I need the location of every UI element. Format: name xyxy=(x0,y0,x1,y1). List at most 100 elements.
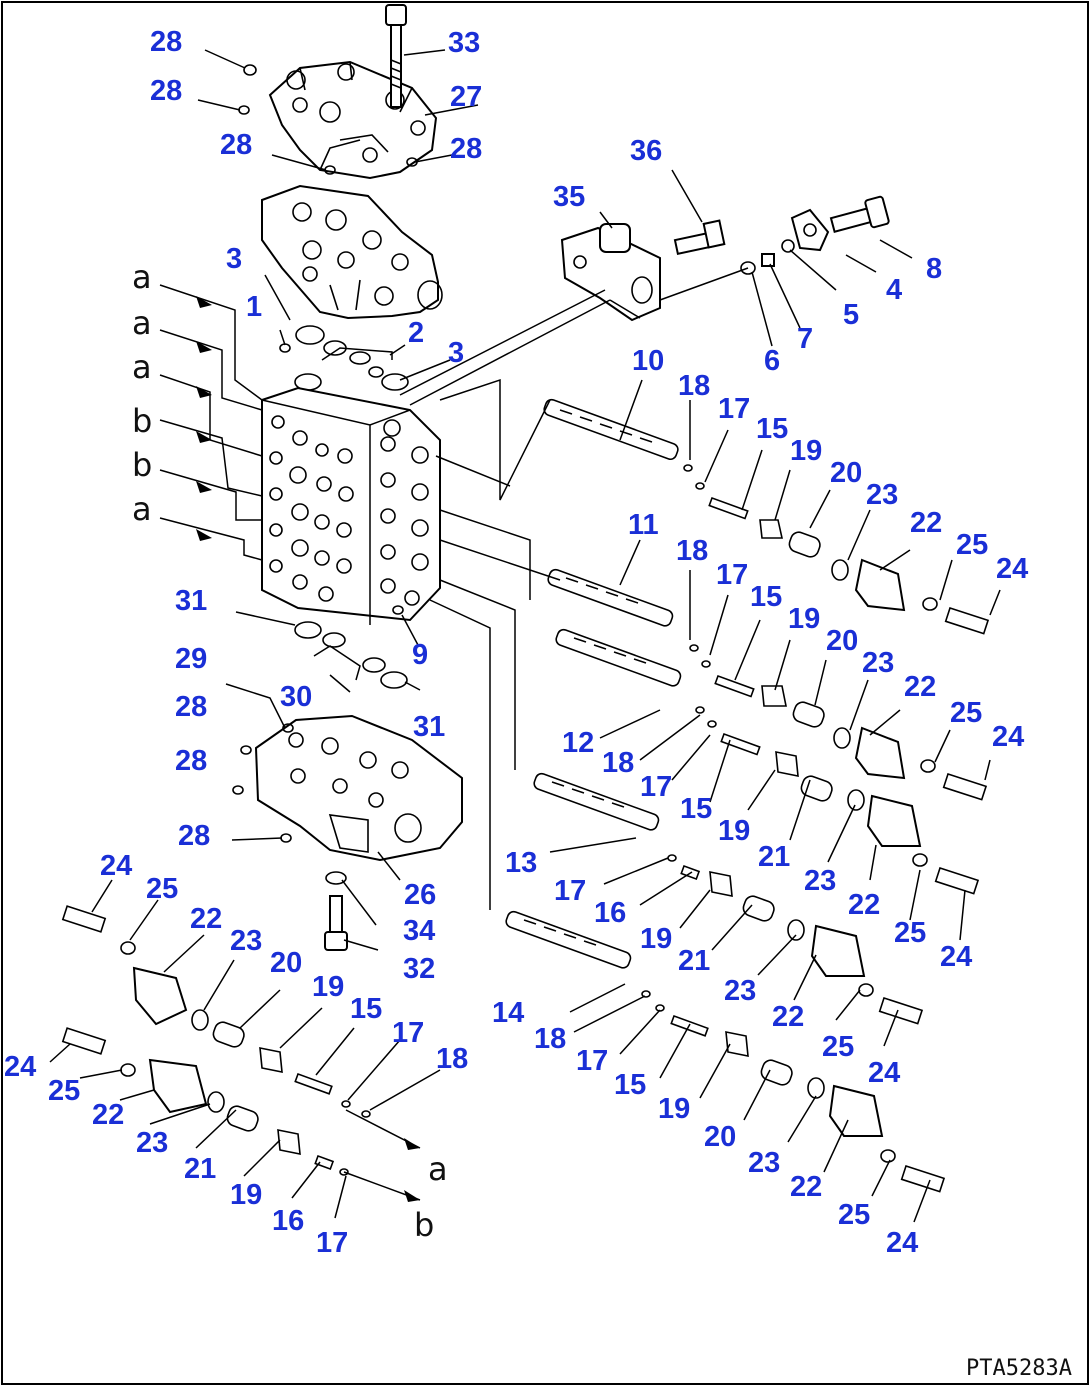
callout-24: 24 xyxy=(4,1051,36,1083)
callout-23: 23 xyxy=(804,865,836,897)
callout-18: 18 xyxy=(602,747,634,779)
callout-9: 9 xyxy=(412,639,428,671)
callout-31: 31 xyxy=(413,711,445,743)
drawing-code: PTA5283A xyxy=(966,1356,1072,1381)
assembly-leader-lines xyxy=(343,378,561,1202)
callout-18: 18 xyxy=(676,535,708,567)
callout-14: 14 xyxy=(492,997,524,1029)
callout-3: 3 xyxy=(226,243,242,275)
ref-letter-b: b xyxy=(414,1206,434,1244)
callout-22: 22 xyxy=(904,671,936,703)
callout-24: 24 xyxy=(100,850,132,882)
spool-row-14 xyxy=(505,910,946,1193)
callout-34: 34 xyxy=(403,915,435,947)
spool-row-11 xyxy=(547,568,988,801)
callout-6: 6 xyxy=(764,345,780,377)
callout-3: 3 xyxy=(448,337,464,369)
callout-22: 22 xyxy=(190,903,222,935)
callout-19: 19 xyxy=(312,971,344,1003)
callout-20: 20 xyxy=(270,947,302,979)
callout-5: 5 xyxy=(843,299,859,331)
callout-29: 29 xyxy=(175,643,207,675)
left-parts-row-upper xyxy=(61,905,371,1118)
callout-25: 25 xyxy=(956,529,988,561)
ref-letter-a: a xyxy=(132,490,152,528)
callout-15: 15 xyxy=(756,413,788,445)
bolt-part-8 xyxy=(829,195,890,233)
upper-valve-section xyxy=(261,184,443,320)
small-parts-5-6-7 xyxy=(740,239,795,275)
callout-8: 8 xyxy=(926,253,942,285)
callout-24: 24 xyxy=(996,553,1028,585)
callout-18: 18 xyxy=(436,1043,468,1075)
main-valve-body xyxy=(261,386,441,625)
ref-letter-a: a xyxy=(132,258,152,296)
bolt-part-32-and-washer-34 xyxy=(324,871,348,951)
callout-22: 22 xyxy=(92,1099,124,1131)
callout-7: 7 xyxy=(797,323,813,355)
callout-28: 28 xyxy=(450,133,482,165)
callout-11: 11 xyxy=(628,509,659,541)
callout-22: 22 xyxy=(910,507,942,539)
callout-13: 13 xyxy=(505,847,537,879)
left-parts-row-lower xyxy=(61,1027,349,1176)
seal-parts-30-31-9 xyxy=(294,605,408,689)
callout-15: 15 xyxy=(614,1069,646,1101)
callout-25: 25 xyxy=(950,697,982,729)
callout-20: 20 xyxy=(830,457,862,489)
callout-17: 17 xyxy=(392,1017,424,1049)
callout-24: 24 xyxy=(868,1057,900,1089)
callout-25: 25 xyxy=(838,1199,870,1231)
callout-20: 20 xyxy=(826,625,858,657)
callout-4: 4 xyxy=(886,274,902,306)
callout-16: 16 xyxy=(272,1205,304,1237)
callout-27: 27 xyxy=(450,81,482,113)
callout-22: 22 xyxy=(848,889,880,921)
bolt-part-33 xyxy=(385,4,407,108)
callout-20: 20 xyxy=(704,1121,736,1153)
valve-block-part-35 xyxy=(560,223,661,322)
callout-19: 19 xyxy=(658,1093,690,1125)
callout-15: 15 xyxy=(680,793,712,825)
leader-line-35-to-body xyxy=(399,267,749,406)
plug-part-36 xyxy=(673,219,726,255)
callout-10: 10 xyxy=(632,345,664,377)
reference-letters: a a a b b a a b xyxy=(132,258,448,1244)
callout-28: 28 xyxy=(175,745,207,777)
callout-25: 25 xyxy=(894,917,926,949)
spool-row-13 xyxy=(533,772,924,1025)
callout-1: 1 xyxy=(246,291,262,323)
callout-28: 28 xyxy=(175,691,207,723)
spool-row-10 xyxy=(543,398,990,635)
callout-24: 24 xyxy=(992,721,1024,753)
callout-35: 35 xyxy=(553,181,585,213)
callout-28: 28 xyxy=(150,26,182,58)
spool-row-12 xyxy=(555,628,980,895)
callout-17: 17 xyxy=(576,1045,608,1077)
callout-19: 19 xyxy=(230,1179,262,1211)
reference-arrows-left xyxy=(159,284,263,561)
callout-21: 21 xyxy=(184,1153,216,1185)
callout-21: 21 xyxy=(678,945,710,977)
callout-23: 23 xyxy=(230,925,262,957)
ref-letter-a: a xyxy=(132,304,152,342)
callout-36: 36 xyxy=(630,135,662,167)
callout-19: 19 xyxy=(640,923,672,955)
callout-25: 25 xyxy=(146,873,178,905)
callout-18: 18 xyxy=(534,1023,566,1055)
callout-19: 19 xyxy=(790,435,822,467)
callout-28: 28 xyxy=(220,129,252,161)
callout-leaders xyxy=(49,49,1001,1223)
callout-28: 28 xyxy=(178,820,210,852)
callout-12: 12 xyxy=(562,727,594,759)
ref-letter-a: a xyxy=(428,1150,448,1188)
lower-cover-part-26 xyxy=(232,714,463,862)
callout-23: 23 xyxy=(862,647,894,679)
callout-19: 19 xyxy=(788,603,820,635)
callout-31: 31 xyxy=(175,585,207,617)
ref-letter-b: b xyxy=(132,446,152,484)
callout-17: 17 xyxy=(716,559,748,591)
ref-letter-b: b xyxy=(132,402,152,440)
callout-17: 17 xyxy=(316,1227,348,1259)
